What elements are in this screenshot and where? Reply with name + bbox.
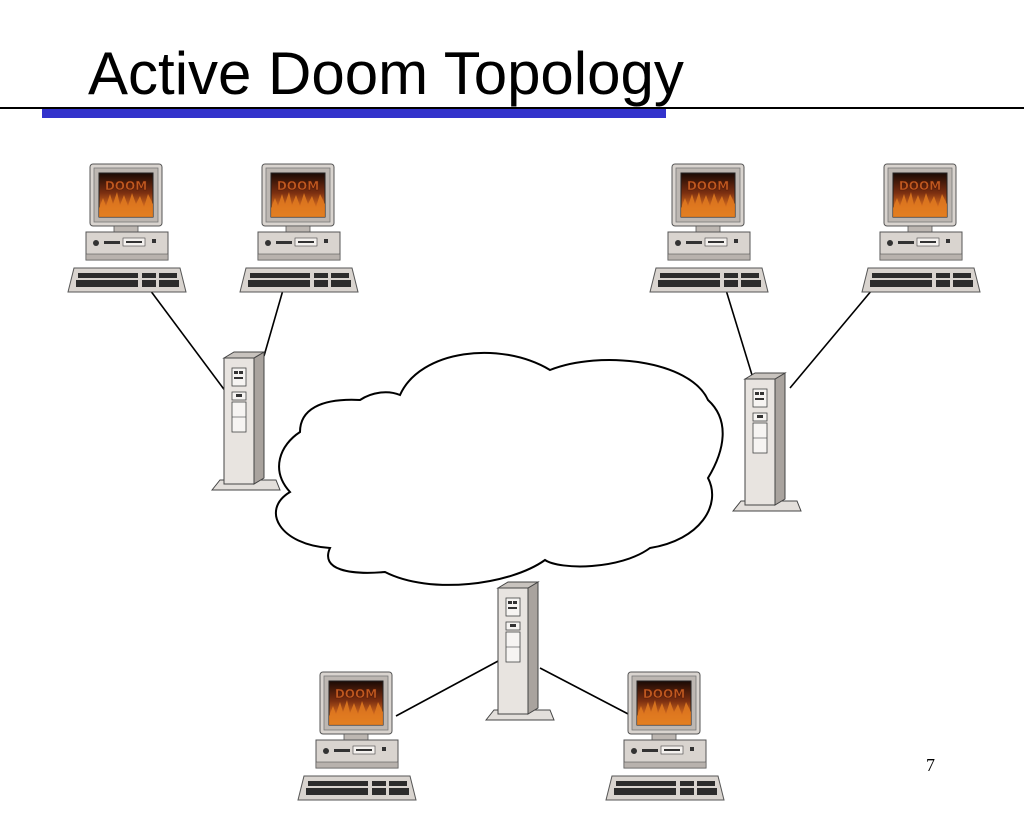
link-bottom-pc2-server <box>539 667 633 717</box>
workstation-topleft-2 <box>239 163 359 293</box>
link-topleft-pc1-server <box>149 289 227 393</box>
title-divider-line <box>0 107 1024 109</box>
title-accent-bar <box>42 109 666 118</box>
network-cloud <box>274 351 724 586</box>
link-topleft-pc2-server <box>263 289 284 357</box>
workstation-bottom-2 <box>605 671 725 801</box>
workstation-topright-1 <box>649 163 769 293</box>
link-bottom-pc1-server <box>395 659 501 717</box>
workstation-topright-2 <box>861 163 981 293</box>
workstation-topleft-1 <box>67 163 187 293</box>
workstation-bottom-1 <box>297 671 417 801</box>
link-topright-pc2-server <box>789 289 873 389</box>
slide-title: Active Doom Topology <box>88 40 684 107</box>
server-right <box>732 372 802 512</box>
page-number: 7 <box>926 755 935 775</box>
server-left <box>211 351 281 491</box>
link-topright-pc1-server <box>725 289 753 376</box>
server-bottom <box>485 581 555 721</box>
connection-lines <box>149 289 873 717</box>
